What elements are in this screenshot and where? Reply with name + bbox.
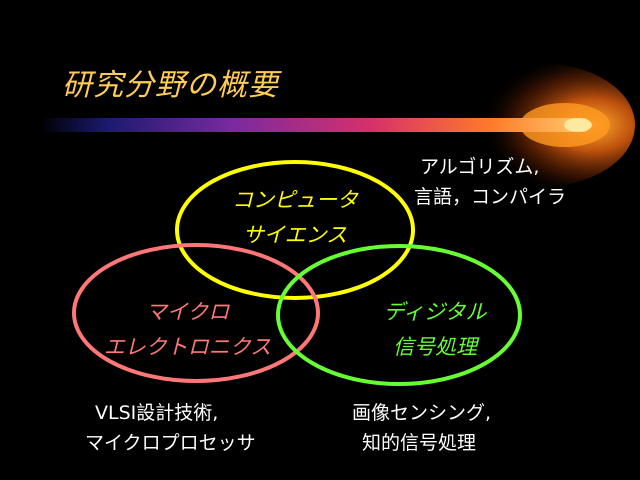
comet-head [564,118,592,132]
microelectronics-circle [72,243,320,383]
microelectronics-label-line2: エレクトロニクス [103,335,272,359]
computer-science-label: コンピュータ サイエンス [205,183,385,253]
computer-science-label-line2: サイエンス [242,223,348,247]
comet-tail [40,118,590,132]
slide-title: 研究分野の概要 [62,68,279,103]
digital-signal-processing-label-line1: ディジタル [383,300,487,324]
microelectronics-label: マイクロ エレクトロニクス [80,295,295,365]
computer-science-circle [175,160,415,300]
digital-signal-processing-note-line1: 画像センシング, [352,402,492,424]
comet-decoration [40,63,635,187]
digital-signal-processing-note-line2: 知的信号処理 [362,432,477,454]
computer-science-note-line1: アルゴリズム, [420,156,540,178]
microelectronics-note-line1: VLSI設計技術, [95,402,219,424]
microelectronics-label-line1: マイクロ [145,300,230,324]
computer-science-note: アルゴリズム, 言語，コンパイラ [414,152,566,212]
digital-signal-processing-note: 画像センシング, 知的信号処理 [352,398,491,458]
computer-science-label-line1: コンピュータ [232,188,358,212]
digital-signal-processing-circle [276,244,522,386]
computer-science-note-line2: 言語，コンパイラ [414,186,567,208]
digital-signal-processing-label-line2: 信号処理 [393,335,477,359]
digital-signal-processing-label: ディジタル 信号処理 [355,295,515,365]
microelectronics-note: VLSI設計技術, マイクロプロセッサ [85,398,256,458]
microelectronics-note-line2: マイクロプロセッサ [85,432,256,454]
